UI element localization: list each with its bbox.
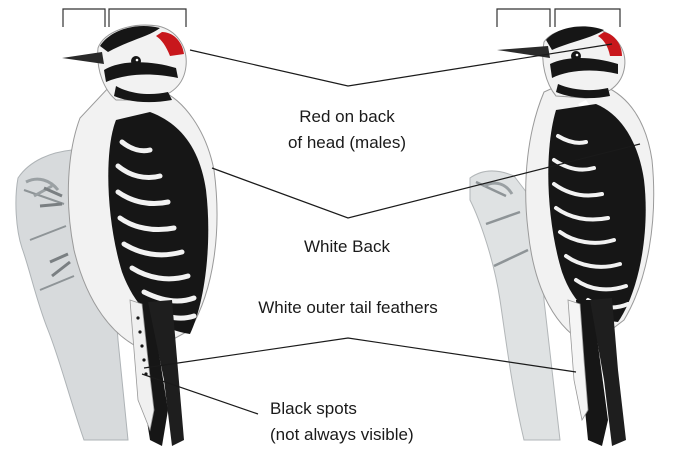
downy-woodpecker-illustration [16, 25, 217, 446]
label-white-back: White Back [262, 236, 432, 258]
label-red-head-line2: of head (males) [262, 132, 432, 154]
label-black-spots-line2: (not always visible) [270, 424, 414, 446]
label-red-head-line1: Red on back [262, 106, 432, 128]
bill-right [497, 46, 550, 58]
bill-length-bracket-right [497, 9, 620, 27]
label-black-spots-line1: Black spots [270, 398, 357, 420]
label-tail-feathers: White outer tail feathers [218, 297, 478, 319]
bill-length-bracket-left [63, 9, 186, 27]
bill-left [62, 52, 104, 64]
hairy-woodpecker-illustration [470, 26, 654, 446]
